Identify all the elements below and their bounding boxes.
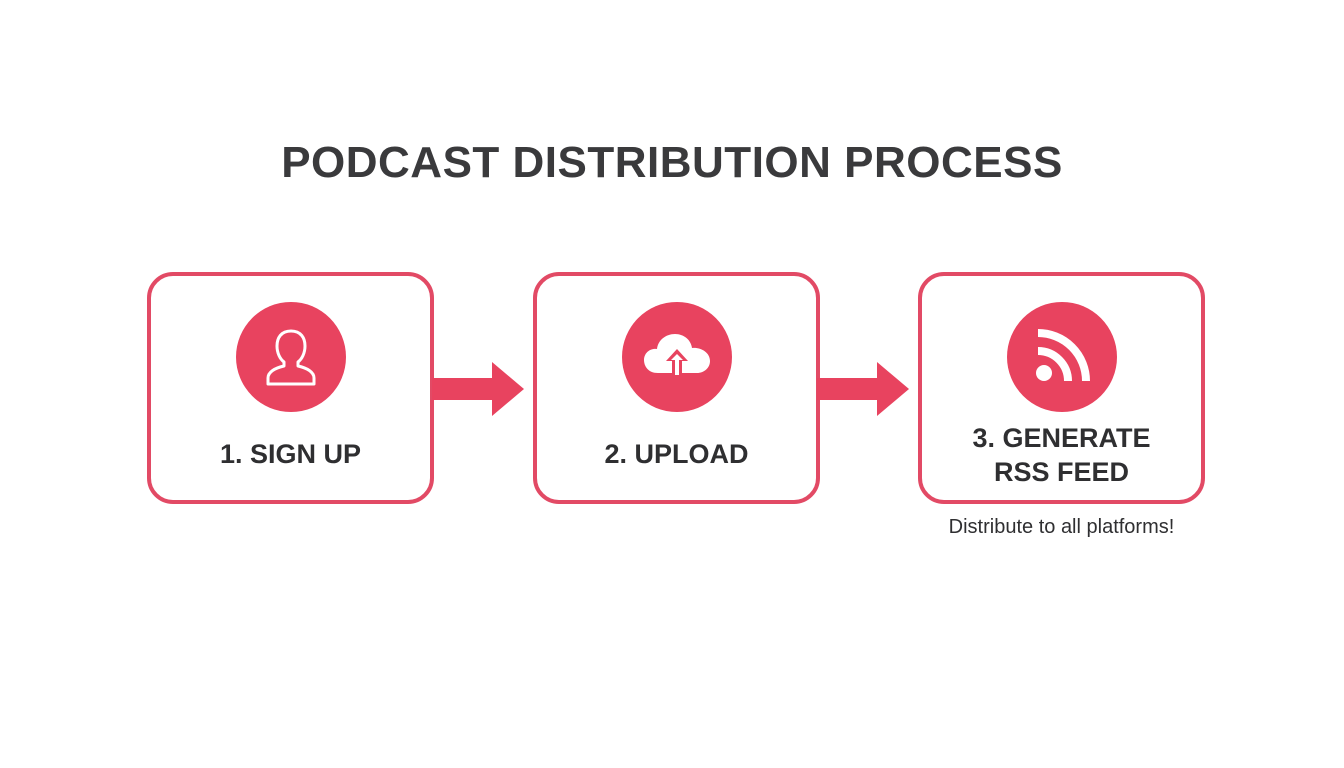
user-icon xyxy=(235,302,346,412)
rss-icon xyxy=(1006,302,1117,412)
step-label: 1. SIGN UP xyxy=(219,439,362,469)
step-label-line-2: RSS FEED xyxy=(993,457,1130,487)
cloud-upload-icon xyxy=(621,302,732,412)
step-label-line-1: 3. GENERATE xyxy=(972,423,1151,453)
step-label: 2. UPLOAD xyxy=(604,439,749,469)
step-sign-up: 1. SIGN UP xyxy=(147,272,434,504)
arrow-right-icon xyxy=(817,362,909,416)
step-upload: 2. UPLOAD xyxy=(533,272,820,504)
step-generate-rss-feed: 3. GENERATE RSS FEED xyxy=(918,272,1205,504)
arrow-right-icon xyxy=(432,362,524,416)
caption: Distribute to all platforms! xyxy=(948,516,1175,538)
page-title: PODCAST DISTRIBUTION PROCESS xyxy=(281,138,1063,187)
